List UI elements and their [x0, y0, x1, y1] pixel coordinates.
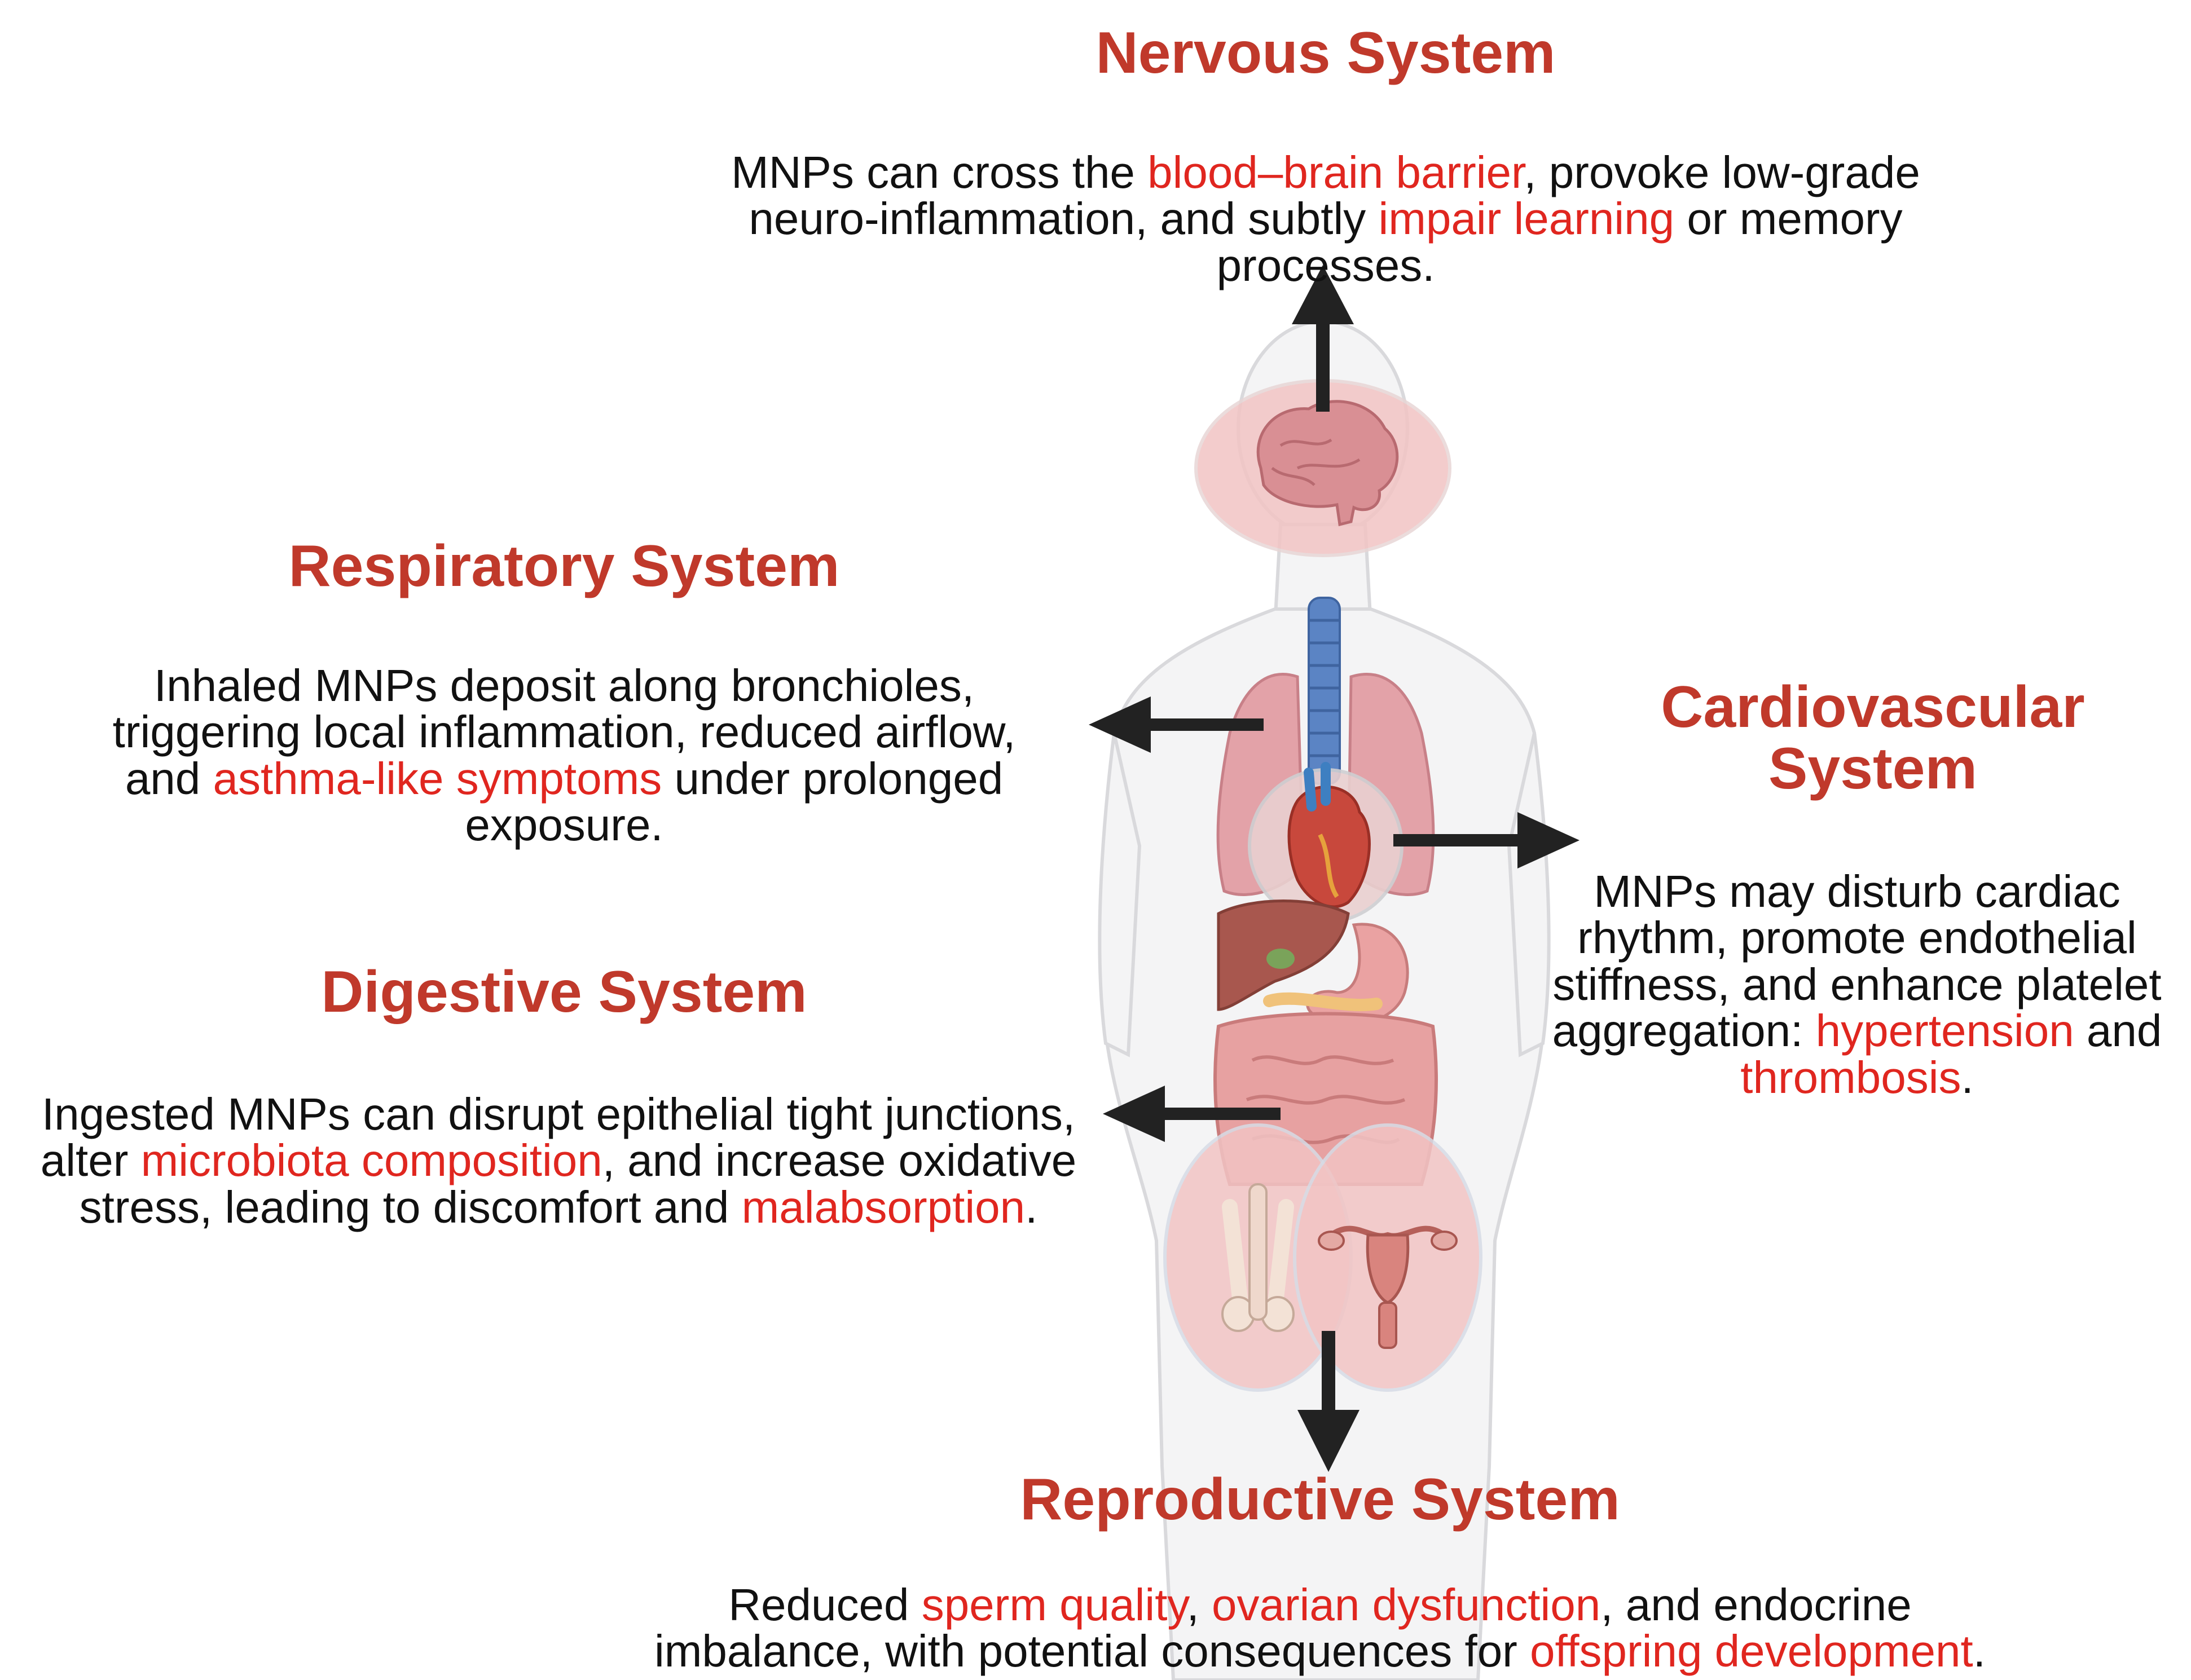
digestive-system-title: Digestive System: [321, 959, 807, 1025]
respiratory-system-title: Respiratory System: [288, 533, 840, 599]
text: processes.: [1216, 240, 1435, 290]
text: Inhaled MNPs deposit along bronchioles,: [153, 660, 975, 711]
highlight-malabsorption: malabsorption: [741, 1181, 1026, 1232]
text: , and increase oxidative: [602, 1135, 1077, 1186]
highlight-impair-learning: impair learning: [1378, 193, 1675, 244]
text: rhythm, promote endothelial: [1577, 912, 2137, 963]
highlight-sperm-quality: sperm quality: [921, 1580, 1187, 1630]
text: MNPs may disturb cardiac: [1594, 866, 2120, 916]
text: ,: [1186, 1580, 1212, 1630]
nervous-system-description: MNPs can cross the blood–brain barrier, …: [654, 149, 1997, 289]
highlight-thrombosis: thrombosis: [1740, 1052, 1961, 1103]
heart-icon: [1248, 762, 1404, 924]
text: neuro-inflammation, and subtly: [749, 193, 1379, 244]
text: and: [2074, 1006, 2162, 1056]
text: Reduced: [728, 1580, 922, 1630]
text: .: [1025, 1181, 1038, 1232]
highlight-offspring-development: offspring development: [1530, 1626, 1973, 1677]
reproductive-system-description: Reduced sperm quality, ovarian dysfuncti…: [575, 1580, 2065, 1677]
text: MNPs can cross the: [731, 147, 1148, 197]
highlight-hypertension: hypertension: [1815, 1006, 2074, 1056]
trachea-icon: [1308, 597, 1341, 785]
text: , and endocrine: [1600, 1580, 1912, 1630]
text: Ingested MNPs can disrupt epithelial tig…: [41, 1089, 1076, 1139]
nervous-system-title: Nervous System: [1096, 20, 1556, 86]
text: , provoke low-grade: [1524, 147, 1920, 197]
text: and: [125, 753, 213, 804]
brain-icon: [1194, 379, 1451, 557]
highlight-asthma-like-symptoms: asthma-like symptoms: [213, 753, 662, 804]
highlight-microbiota-composition: microbiota composition: [140, 1135, 602, 1186]
reproductive-system-title: Reproductive System: [1020, 1467, 1620, 1532]
arrow-left-digestive: [1103, 1086, 1281, 1142]
text: .: [1961, 1052, 1974, 1103]
cardiovascular-system-title: Cardiovascular System: [1563, 674, 2183, 802]
text: .: [1973, 1626, 1986, 1677]
text: System: [1768, 736, 1977, 802]
respiratory-system-description: Inhaled MNPs deposit along bronchioles, …: [56, 660, 1072, 850]
highlight-blood-brain-barrier: blood–brain barrier: [1147, 147, 1524, 197]
text: aggregation:: [1552, 1006, 1816, 1056]
arrow-up-nervous: [1292, 265, 1354, 412]
highlight-ovarian-dysfunction: ovarian dysfunction: [1211, 1580, 1601, 1630]
arrow-right-cardiovascular: [1393, 812, 1580, 868]
male-reproductive-icon: [1163, 1123, 1353, 1392]
text: Cardiovascular: [1661, 674, 2085, 740]
text: alter: [40, 1135, 141, 1186]
arrow-left-respiratory: [1089, 696, 1264, 753]
text: imbalance, with potential consequences f…: [654, 1626, 1530, 1677]
text: under prolonged: [662, 753, 1004, 804]
arrow-down-reproductive: [1297, 1331, 1360, 1472]
liver-icon: [1217, 899, 1350, 1011]
stomach-icon: [1263, 923, 1409, 1026]
text: or memory: [1674, 193, 1903, 244]
text: triggering local inflammation, reduced a…: [112, 707, 1016, 757]
female-reproductive-icon: [1293, 1123, 1482, 1392]
cardiovascular-system-description: MNPs may disturb cardiac rhythm, promote…: [1523, 868, 2191, 1101]
text: exposure.: [465, 800, 663, 850]
text: stress, leading to discomfort and: [79, 1181, 742, 1232]
digestive-system-description: Ingested MNPs can disrupt epithelial tig…: [11, 1091, 1106, 1231]
text: stiffness, and enhance platelet: [1552, 959, 2162, 1009]
